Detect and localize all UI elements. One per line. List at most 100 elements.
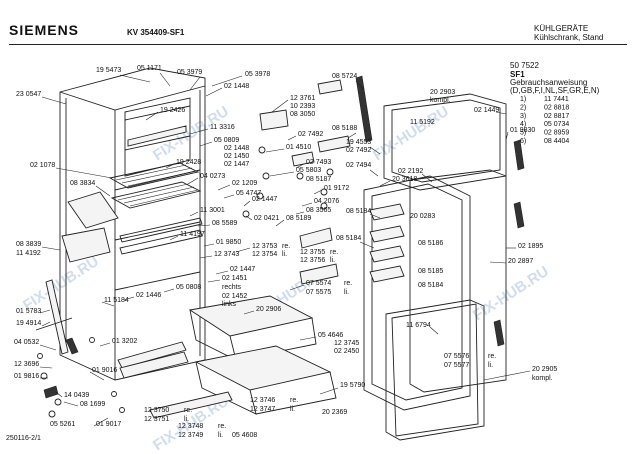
part-number-label: 01 5783 [16,308,41,315]
leader-line [165,163,175,169]
leader-line [89,371,105,381]
legend-code: SF1 [510,70,525,79]
legend-key: 1) [520,96,526,103]
category-subtitle: Kühlschrank, Stand [534,33,604,42]
part-number-label: li. [344,289,349,296]
part-number-label: 11 4197 [180,231,205,238]
leader-line [199,255,213,259]
legend-key: 6) [520,138,526,145]
part-number-label: 05 5803 [296,167,321,174]
part-number-label: 12 3745 [334,340,359,347]
part-number-label: li. [290,406,295,413]
freezer-compartment [124,97,191,177]
leader-line [55,391,63,398]
leader-line [223,194,235,199]
part-number-label: 02 1448 [224,145,249,152]
leader-line [63,401,79,407]
part-number-label: 12 3756 [300,257,325,264]
wire-shelf [110,181,202,209]
legend-part-number: 05 0734 [544,121,569,128]
legend-languages: (D,GB,F,I,NL,SF,GR,E,N) [510,86,600,95]
part-number-label: 19 4914 [16,320,41,327]
part-number-label: 20 3618 [392,176,417,183]
part-number-label: 08 5188 [332,125,357,132]
leader-line [319,387,339,395]
leader-line [189,76,201,91]
part-number-label: re. [282,243,290,250]
part-number-label: 02 1452 [222,293,247,300]
part-number-label: 02 2192 [398,168,423,175]
adjustable-foot [43,279,79,399]
part-number-label: 08 1699 [80,401,105,408]
part-number-label: 08 5185 [418,268,443,275]
part-number-label: 11 4192 [16,250,41,257]
part-number-label: 07 5574 [306,280,331,287]
part-number-label: 12 3750 [144,407,169,414]
legend-key: 2) [520,104,526,111]
leader-line [269,171,295,177]
leader-line [369,146,381,155]
part-number-label: 12 3761 [290,95,315,102]
part-number-label: 05 4646 [318,332,343,339]
part-number-label: 11 3001 [200,207,225,214]
legend-key: 3) [520,113,526,120]
door-outer-lower [385,299,485,441]
part-number-label: re. [218,423,226,430]
part-number-label: 08 5724 [332,73,357,80]
leader-line [189,211,199,217]
part-number-label: 04 0532 [14,339,39,346]
part-number-label: 05 5261 [50,421,75,428]
part-number-label: 11 6794 [406,322,431,329]
part-number-label: 20 2905 [532,366,557,373]
leader-line [169,235,179,241]
header-rule [9,44,627,45]
part-number-label: 12 3746 [250,397,275,404]
glass-shelf [67,191,119,229]
leader-line [159,72,171,87]
part-number-label: 20 2369 [322,409,347,416]
leader-line [207,279,221,283]
leader-line [313,189,323,195]
part-number-label: re. [344,280,352,287]
brand-logo: SIEMENS [9,22,80,38]
part-number-label: re. [184,407,192,414]
part-number-label: re. [488,353,496,360]
part-number-label: li. [282,251,287,258]
leader-line [95,185,111,197]
leader-line [145,111,159,121]
part-number-label: 01 9016 [92,367,117,374]
part-number-label: 02 1451 [222,275,247,282]
leader-line [271,99,289,113]
leader-line [199,141,213,147]
part-number-label: 02 7493 [306,159,331,166]
leader-line [275,219,285,227]
part-number-label: 05 3979 [177,69,202,76]
leader-line [119,74,151,83]
kick-plate [119,351,189,379]
part-number-label: 12 3696 [14,361,39,368]
part-number-label: 05 0808 [176,284,201,291]
part-number-label: kompl. [532,375,553,382]
part-number-label: 08 5184 [418,282,443,289]
part-number-label: 02 7492 [298,131,323,138]
part-number-label: 01 9172 [324,185,349,192]
part-number-label: 08 3050 [290,111,315,118]
legend-number: 50 7522 [510,61,539,70]
leader-line [495,111,507,115]
part-number-label: 02 1450 [224,153,249,160]
part-number-label: 08 5184 [346,208,371,215]
door-handle [355,75,373,143]
leader-line [93,417,109,427]
part-number-label: 02 1447 [230,266,255,273]
wire-shelf [108,162,200,189]
leader-line [289,284,305,291]
leader-line [355,80,365,91]
thermostat-assembly [242,79,351,285]
category-title: KÜHLGERÄTE [534,24,589,33]
part-number-label: 02 1209 [232,180,257,187]
part-number-label: re. [330,249,338,256]
part-number-label: 01 9017 [96,421,121,428]
part-number-label: 08 3565 [306,207,331,214]
legend-part-number: 08 4404 [544,138,569,145]
